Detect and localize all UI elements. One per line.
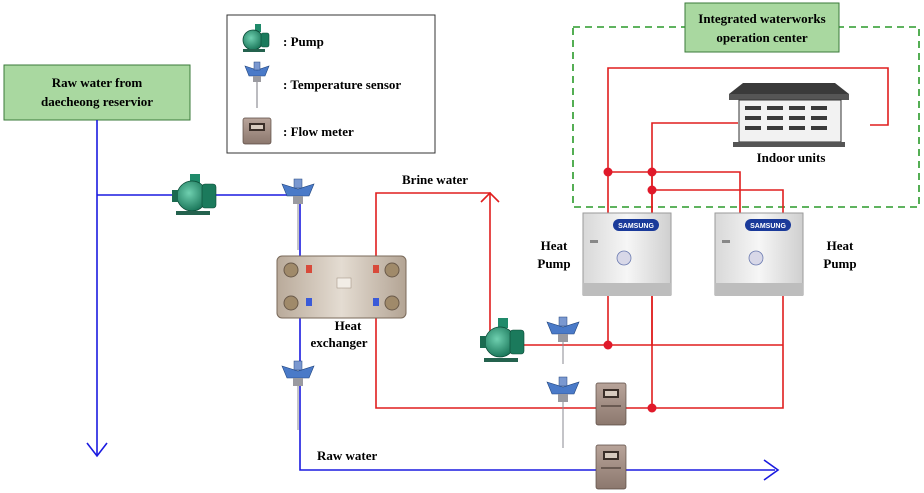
indoor-units-building bbox=[729, 83, 849, 147]
indoor-units-label: Indoor units bbox=[757, 150, 826, 165]
brine-water-label: Brine water bbox=[402, 172, 468, 187]
flow-meter-icon bbox=[595, 444, 627, 490]
heat-pump-right: SAMSUNG bbox=[714, 212, 804, 296]
temperature-sensor-icon bbox=[546, 376, 580, 448]
pump-icon bbox=[242, 24, 270, 52]
legend-flow-meter-label: : Flow meter bbox=[283, 124, 354, 139]
raw-water-label: Raw water bbox=[317, 448, 378, 463]
heat-exchanger bbox=[276, 255, 407, 319]
heat-pump-left-label-line2: Pump bbox=[537, 256, 570, 271]
flow-meter-icon bbox=[242, 117, 272, 145]
heat-pump-right-label-line2: Pump bbox=[823, 256, 856, 271]
samsung-brand-left: SAMSUNG bbox=[618, 223, 654, 230]
raw-water-source-line2: daecheong reservior bbox=[41, 94, 153, 109]
samsung-brand-right: SAMSUNG bbox=[750, 223, 786, 230]
raw-water-source-line1: Raw water from bbox=[52, 75, 143, 90]
heat-pump-left-label-line1: Heat bbox=[541, 238, 568, 253]
temperature-sensor-icon bbox=[281, 178, 315, 250]
heat-pump-left: SAMSUNG bbox=[582, 212, 672, 296]
temperature-sensor-icon bbox=[546, 316, 580, 364]
legend: : Pump : Temperature sensor : Flow meter bbox=[226, 14, 436, 154]
heat-exchanger-label-line1: Heat bbox=[335, 318, 362, 333]
heat-exchanger-label-line2: exchanger bbox=[310, 335, 367, 350]
brine-pump-icon bbox=[480, 318, 525, 362]
operation-center-line1: Integrated waterworks bbox=[698, 11, 825, 26]
temperature-sensor-icon bbox=[281, 360, 315, 430]
heat-pump-right-label-line1: Heat bbox=[827, 238, 854, 253]
operation-center-box: Integrated waterworks operation center bbox=[684, 2, 840, 53]
temperature-sensor-icon bbox=[244, 61, 270, 108]
raw-water-pump-icon bbox=[172, 174, 217, 215]
legend-pump-label: : Pump bbox=[283, 34, 324, 49]
operation-center-line2: operation center bbox=[716, 30, 808, 45]
flow-meter-icon bbox=[595, 382, 627, 426]
legend-temperature-sensor-label: : Temperature sensor bbox=[283, 77, 401, 92]
raw-water-source-box: Raw water from daecheong reservior bbox=[3, 64, 191, 121]
